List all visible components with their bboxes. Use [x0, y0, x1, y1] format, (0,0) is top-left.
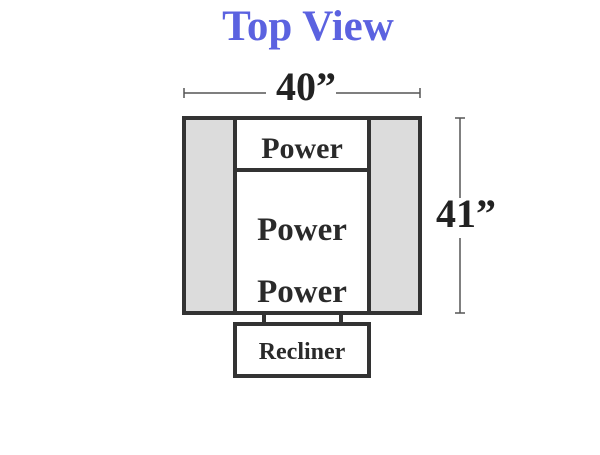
headrest-label: Power [261, 132, 343, 165]
headrest-section [233, 116, 371, 172]
footrest-label: Recliner [258, 339, 346, 365]
diagram-title: Top View [222, 3, 394, 50]
seat-upper-label: Power [257, 212, 347, 248]
seat-section [233, 168, 371, 315]
footrest-section [233, 322, 371, 378]
left-armrest [182, 116, 237, 315]
seat-lower-label: Power [257, 274, 347, 310]
height-dimension-label: 41” [436, 191, 496, 236]
width-dimension-label: 40” [276, 64, 336, 109]
right-armrest [367, 116, 422, 315]
